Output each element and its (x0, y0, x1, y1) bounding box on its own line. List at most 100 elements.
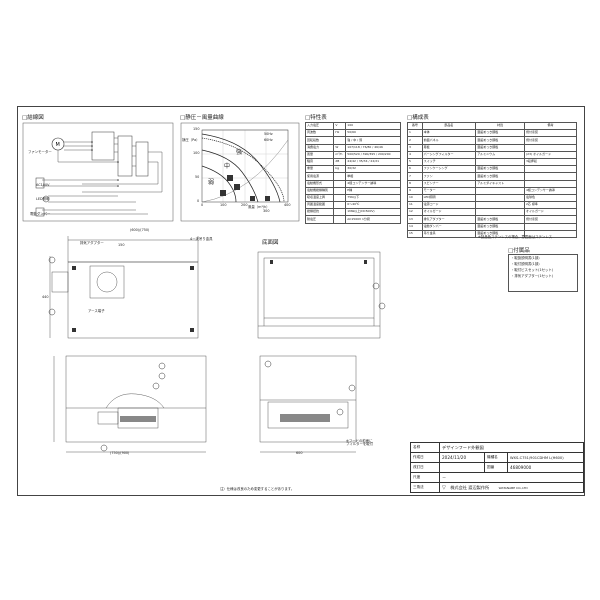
characteristics-cell: 100 (345, 121, 401, 131)
legend-50hz: 50Hz (264, 132, 273, 136)
characteristics-cell: W (333, 143, 347, 152)
components-cell: 亜鉛めっき鋼板 (475, 215, 526, 224)
ac-source-label: AC100V (36, 183, 50, 187)
components-cell (475, 157, 526, 167)
components-cell: 1 (407, 129, 423, 138)
x-tick: 200 (241, 203, 248, 207)
components-cell: 3 (407, 143, 423, 152)
name-value: デザインフード外観図 (442, 444, 484, 450)
hanger-label: 4－天吊り金具 (190, 237, 213, 241)
speed-strong-label: 強 (236, 149, 243, 156)
top-view-drawing (48, 236, 199, 339)
characteristics-cell: 4極コンデンサー誘導 (345, 179, 401, 188)
components-cell: 電球色 (524, 193, 577, 203)
revision-label: 改訂日 (413, 465, 424, 469)
characteristics-cell: 強 / 中 / 弱 (345, 136, 401, 145)
characteristics-cell (333, 136, 347, 145)
components-cell: 焼付塗装 (524, 215, 577, 224)
components-cell: 亜鉛めっき鋼板 (475, 129, 526, 138)
components-cell (524, 172, 577, 181)
characteristics-row: 使用電源単相 (304, 172, 401, 181)
svg-text:M: M (56, 142, 60, 148)
components-cell: ファンケーシング (421, 165, 477, 174)
bottom-view-title: 底面図 (262, 240, 279, 246)
led-label: LED照明 (36, 197, 50, 201)
front-view-drawing (53, 355, 207, 453)
components-cell (475, 201, 526, 210)
components-cell: 4極コンデンサー誘導 (524, 186, 577, 195)
bottom-view-drawing (257, 251, 386, 339)
components-cell: パーシングフィルター (421, 150, 477, 159)
components-cell (524, 229, 577, 239)
components-cell: 幕板 (421, 143, 477, 152)
scale-label: 尺度 (413, 475, 421, 479)
y-tick: 150 (193, 127, 200, 131)
characteristics-cell: 騒音 (304, 157, 335, 167)
characteristics-cell (333, 201, 347, 210)
components-cell: 15 (407, 229, 423, 239)
dim-150: 150 (118, 243, 125, 247)
characteristics-cell: 重量 (304, 165, 335, 174)
side-view-drawing (259, 355, 357, 453)
company-logo-icon: ▽ (442, 484, 446, 491)
components-cell: 焼付塗装 (524, 136, 577, 145)
characteristics-cell: 使用電源 (304, 172, 335, 181)
dim-side-600: 600 (296, 451, 303, 455)
projection-label: 三角法 (413, 485, 424, 489)
components-cell: 5 (407, 157, 423, 167)
characteristics-cell: 周囲温度範囲 (304, 201, 335, 210)
characteristics-cell: 耐電圧 (304, 215, 335, 224)
components-cell: 14 (407, 222, 423, 231)
date-label: 作成日 (413, 455, 424, 459)
characteristics-cell: 風量 (304, 150, 335, 159)
components-cell: スイッチ (421, 157, 477, 167)
characteristics-cell: 500/520 / 390/395 / 200/200 (345, 150, 401, 159)
characteristics-cell: 周波数 (304, 129, 335, 138)
components-cell: 亜鉛めっき鋼板 (475, 165, 526, 174)
components-cell: (23) オイルガード (524, 150, 577, 159)
x-tick: 100 (220, 203, 227, 207)
characteristics-cell: Hz (333, 129, 347, 138)
components-cell: 2芯 標準 (524, 201, 577, 210)
x-tick: 300 (263, 209, 270, 213)
components-cell: 6 (407, 165, 423, 174)
y-tick: 0 (197, 199, 200, 203)
components-note: ※製品色ステンレスの場合、意匠面はステンレス (478, 235, 553, 239)
drawing-value: 46809000 (510, 465, 532, 470)
wiring-section-title: □結線図 (22, 115, 44, 121)
components-cell: LED照明 (421, 193, 477, 203)
drawing-label: 図番 (487, 465, 495, 469)
legend-60hz: 60Hz (264, 138, 273, 142)
components-cell: 2 (407, 136, 423, 145)
characteristics-cell: 75K以下 (345, 193, 401, 203)
characteristics-cell: 入力電圧 (304, 121, 335, 131)
components-header-cell: 材質 (475, 121, 526, 131)
y-axis-label: 静圧（Pa） (182, 138, 200, 142)
characteristics-cell: 0～40℃ (345, 201, 401, 210)
components-cell: オイルガード (421, 208, 477, 217)
components-cell: 排気アダプター (421, 215, 477, 224)
characteristics-cell: 電動機絶縁種別 (304, 186, 335, 195)
components-cell: スピンナー (421, 179, 477, 188)
accessory-item: ・取付説明書(1部) (511, 261, 540, 266)
company-name: 株式会社 渡辺製作所 (450, 484, 490, 490)
x-tick: 0 (201, 203, 204, 207)
exhaust-adapter-label: 排気アダプター (80, 241, 104, 245)
components-cell (524, 222, 577, 231)
speed-weak-label: 弱 (208, 179, 215, 186)
components-cell: 11 (407, 201, 423, 210)
components-cell: 12 (407, 208, 423, 217)
accessory-item: ・排気アダプター(1セット) (511, 273, 554, 278)
name-label: 名称 (413, 445, 421, 449)
